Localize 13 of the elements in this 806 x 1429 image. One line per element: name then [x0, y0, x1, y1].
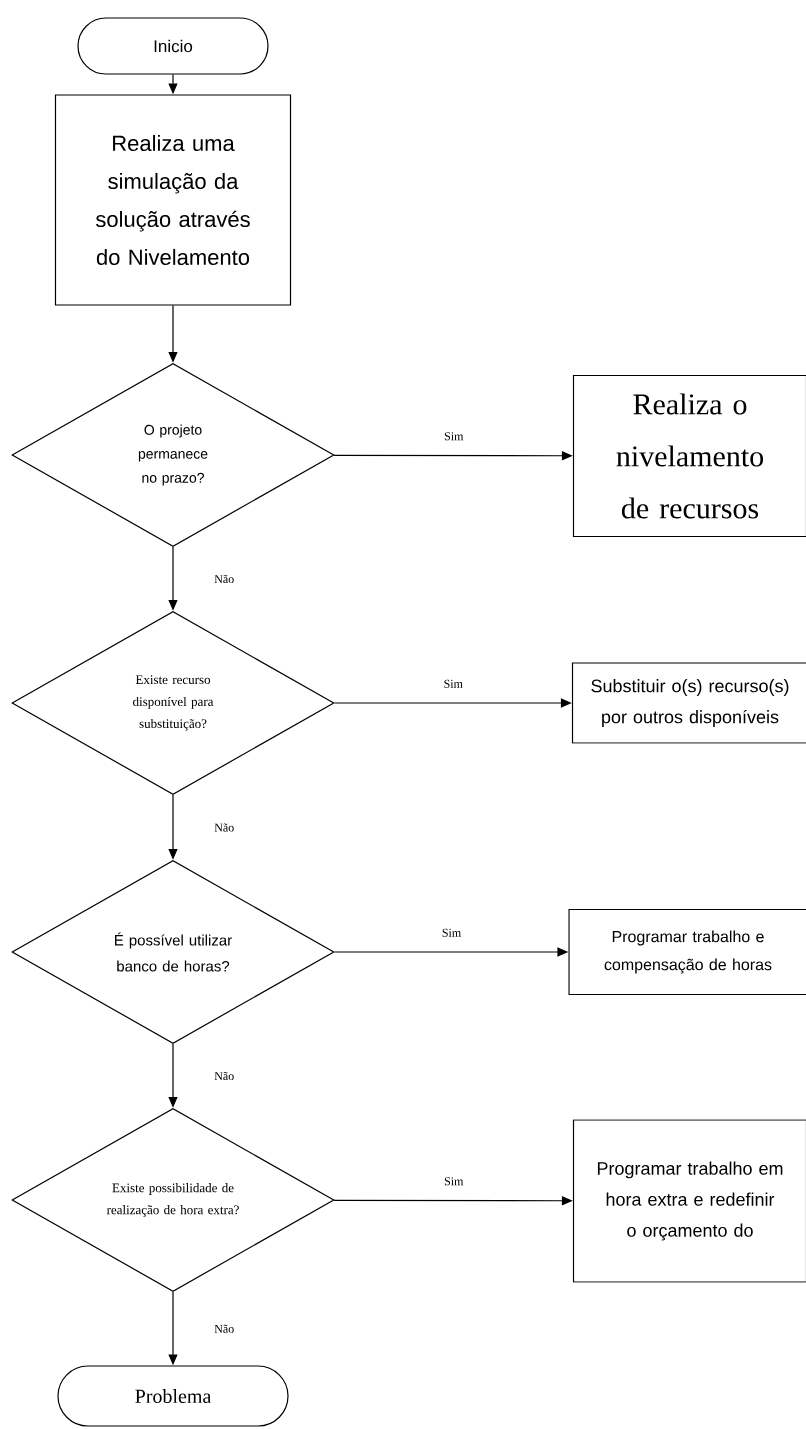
- edge-label: Sim: [443, 1176, 465, 1187]
- edge-label: Sim: [443, 431, 465, 442]
- process-box: Realiza uma simulação da solução através do Nivelamento: [54, 94, 292, 306]
- edge-label: Não: [213, 1070, 236, 1082]
- process-box: Realiza o nivelamento de recursos: [572, 374, 806, 538]
- edge-label: Sim: [442, 678, 464, 689]
- edge-label: Não: [213, 573, 236, 585]
- edge-label: Não: [213, 1323, 236, 1334]
- edge-label: Sim: [440, 927, 463, 938]
- process-box: Programar trabalho em hora extra e redefinir o orçamento do: [572, 1119, 806, 1283]
- edge-label: Não: [213, 822, 236, 833]
- process-box: Substituir o(s) recurso(s) por outros disponíveis: [571, 662, 806, 744]
- process-box: Programar trabalho e compensação de horas: [568, 908, 806, 996]
